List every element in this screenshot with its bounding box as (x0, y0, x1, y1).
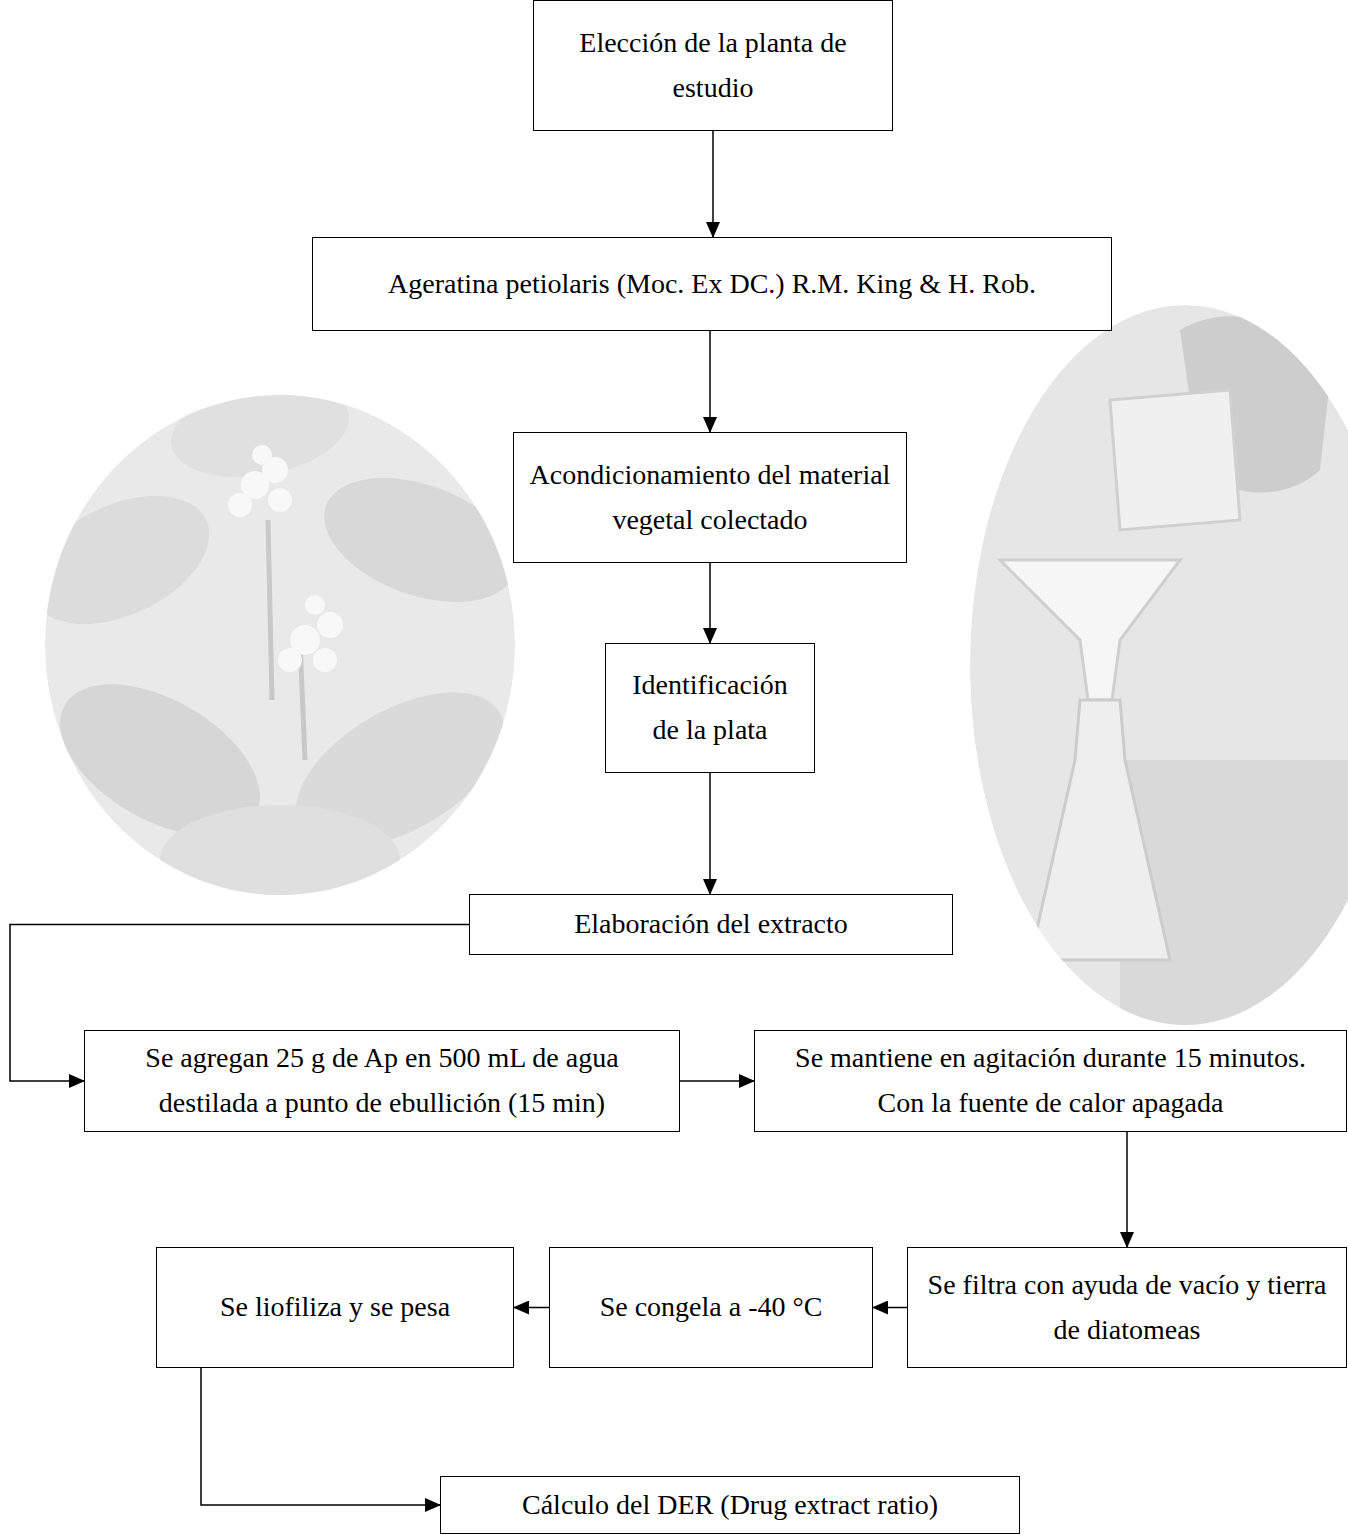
box-text: Se liofiliza y se pesa (220, 1285, 450, 1330)
flow-arrow (1126, 1132, 1128, 1247)
process-box: Cálculo del DER (Drug extract ratio) (440, 1476, 1020, 1534)
plant-photo (11, 370, 533, 915)
box-text: Acondicionamiento del material vegetal c… (528, 453, 892, 543)
flow-arrow (709, 773, 711, 894)
leaf (11, 470, 230, 650)
flow-arrow (709, 563, 711, 643)
box-text: Se mantiene en agitación durante 15 minu… (769, 1036, 1332, 1126)
flow-arrow (680, 1080, 754, 1082)
process-box: Identificación de la plata (605, 643, 815, 773)
leaf (307, 454, 533, 626)
leaf (160, 805, 400, 915)
process-box: Elaboración del extracto (469, 894, 953, 955)
box-text: Identificación de la plata (620, 663, 800, 753)
box-text: Elección de la planta de estudio (548, 21, 878, 111)
process-box: Elección de la planta de estudio (533, 0, 893, 131)
process-box: Se congela a -40 °C (549, 1247, 873, 1368)
box-text: Se agregan 25 g de Ap en 500 mL de agua … (99, 1036, 665, 1126)
flow-arrow (712, 131, 714, 237)
box-text: Se congela a -40 °C (600, 1285, 823, 1330)
box-text: Ageratina petiolaris (Moc. Ex DC.) R.M. … (388, 262, 1036, 307)
flow-arrow (873, 1307, 907, 1309)
lab-photo (970, 305, 1348, 1040)
box-text: Elaboración del extracto (574, 902, 848, 947)
flow-arrow (201, 1368, 440, 1505)
process-box: Acondicionamiento del material vegetal c… (513, 432, 907, 563)
buchner-funnel (1000, 560, 1180, 700)
box-text: Cálculo del DER (Drug extract ratio) (522, 1483, 938, 1528)
flowers (228, 445, 343, 672)
flow-arrow (709, 331, 711, 432)
process-box: Se filtra con ayuda de vacío y tierra de… (907, 1247, 1347, 1368)
process-box: Se liofiliza y se pesa (156, 1247, 514, 1368)
process-box: Se mantiene en agitación durante 15 minu… (754, 1030, 1347, 1132)
beaker (1110, 390, 1240, 530)
flask (1030, 700, 1170, 960)
process-box: Se agregan 25 g de Ap en 500 mL de agua … (84, 1030, 680, 1132)
process-box: Ageratina petiolaris (Moc. Ex DC.) R.M. … (312, 237, 1112, 331)
flow-arrow (514, 1307, 549, 1309)
box-text: Se filtra con ayuda de vacío y tierra de… (922, 1263, 1332, 1353)
